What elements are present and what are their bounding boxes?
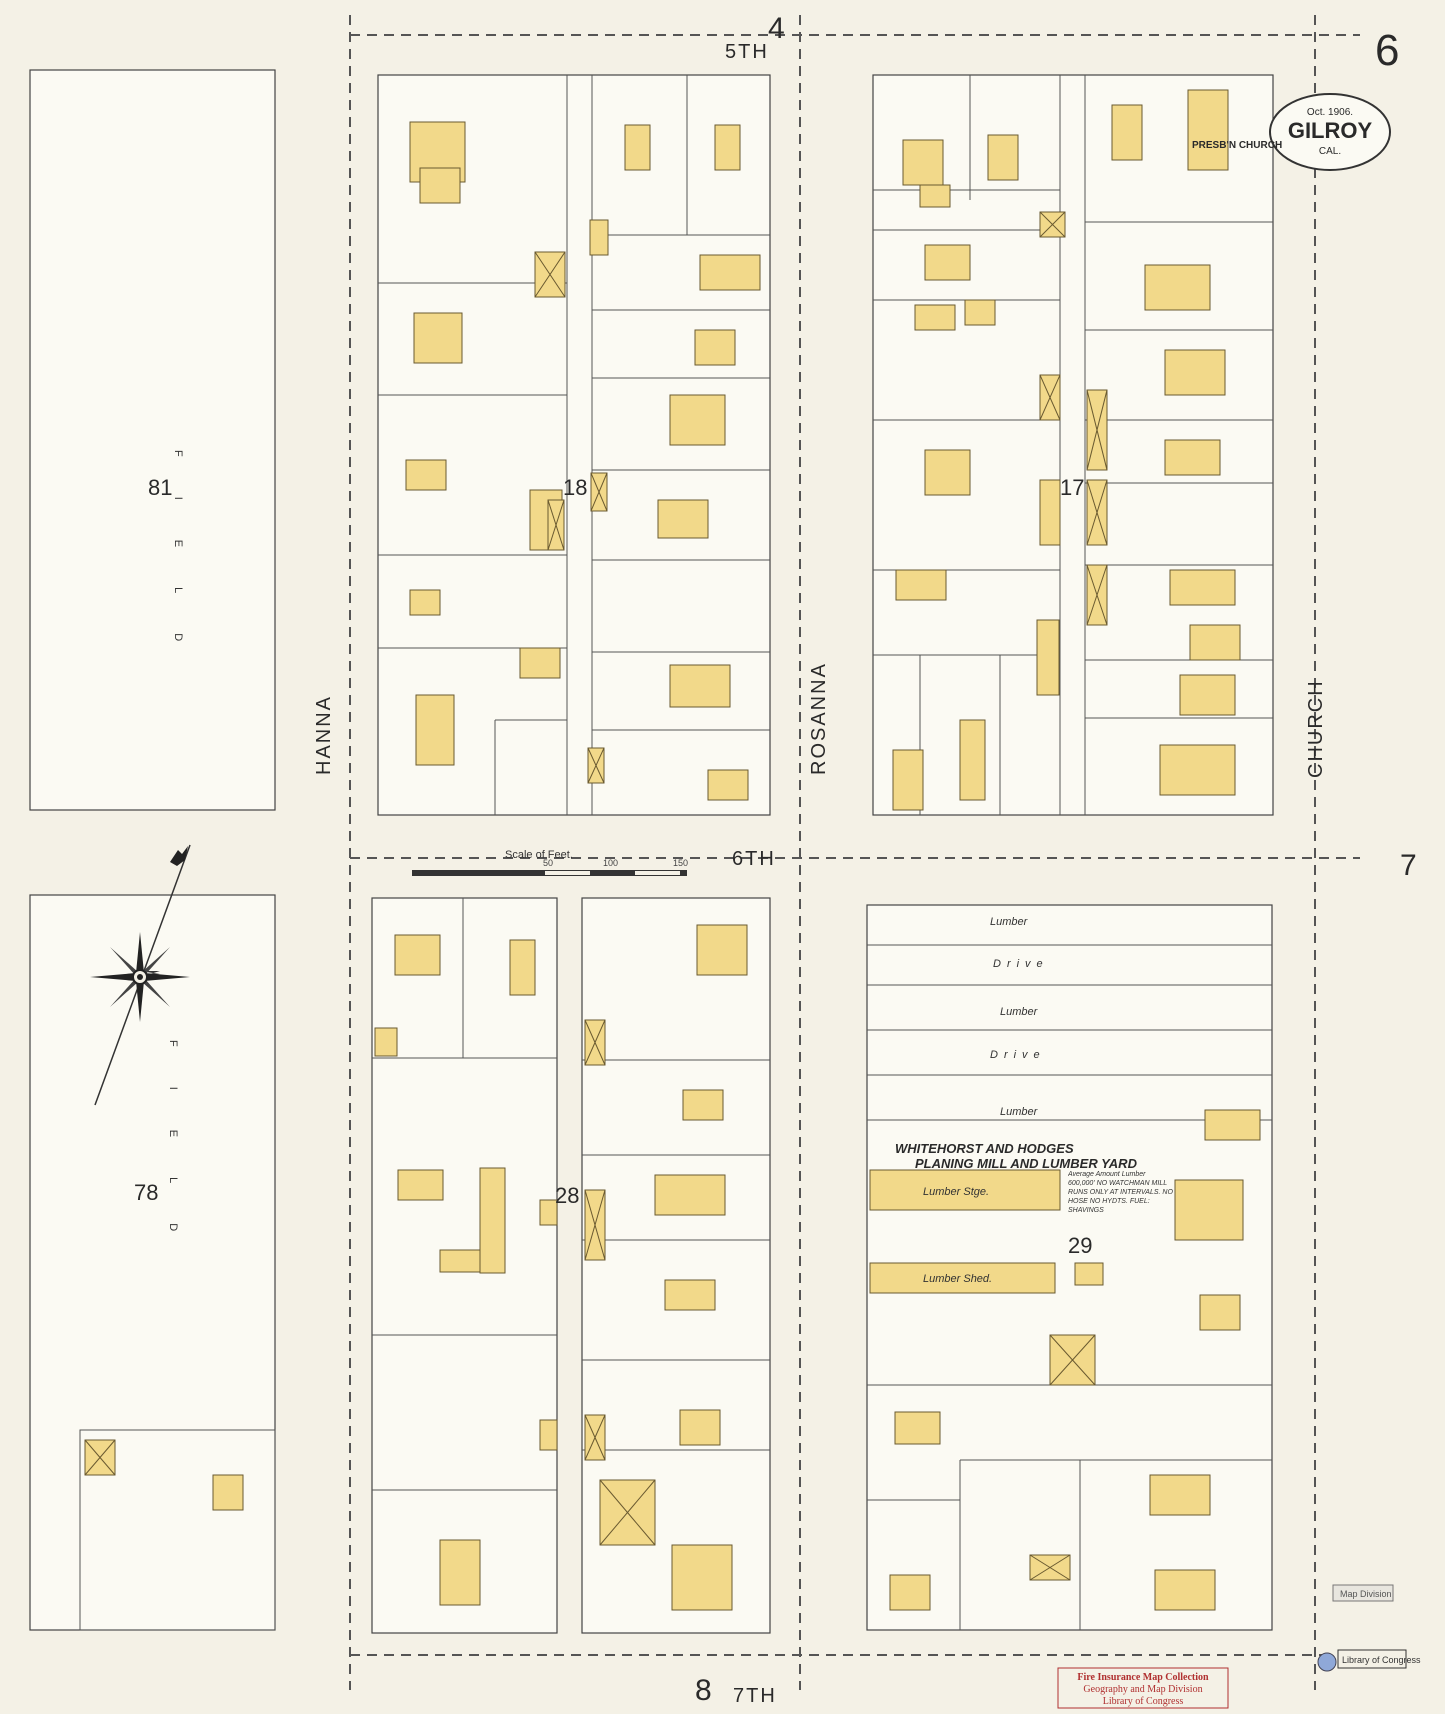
lumber-shed-label: Lumber Shed. [923, 1273, 992, 1285]
map-division-label: Map Division [1332, 1584, 1394, 1602]
lumber-row-2: Lumber [1000, 1006, 1039, 1018]
stamp-line-2: Geography and Map Division [1083, 1684, 1202, 1695]
block-number-81: 81 [148, 475, 172, 500]
drive-row-1: Drive [993, 958, 1049, 970]
block-number-18: 18 [563, 475, 587, 500]
drive-row-2: Drive [990, 1049, 1046, 1061]
planing-mill-building [1174, 1179, 1244, 1241]
library-of-congress-stamp: Fire Insurance Map Collection Geography … [1057, 1667, 1229, 1709]
library-label: Library of Congress [1317, 1649, 1421, 1672]
block-number-29: 29 [1068, 1233, 1092, 1258]
lumber-storage-label: Lumber Stge. [923, 1186, 989, 1198]
street-label-6th: 6TH [732, 848, 776, 870]
cartouche-date: Oct. 1906. [1307, 107, 1353, 118]
svg-text:Library of Congress: Library of Congress [1342, 1655, 1421, 1665]
street-label-church: CHURCH [1305, 679, 1327, 778]
north-arrow-compass-icon [90, 844, 191, 1106]
block-78 [29, 894, 276, 1631]
buildings-block-17 [892, 89, 1241, 811]
block-81 [29, 69, 276, 811]
stamp-line-1: Fire Insurance Map Collection [1077, 1672, 1209, 1683]
street-label-5th: 5TH [725, 41, 769, 63]
adjacent-sheet-south: 8 [695, 1674, 712, 1707]
scale-tick-50: 50 [543, 858, 553, 868]
title-cartouche: Oct. 1906. GILROY CAL. [1269, 93, 1391, 171]
lumber-storage-building [869, 1169, 1061, 1211]
cartouche-city: GILROY [1288, 118, 1373, 143]
lumber-yard-notes: Average Amount Lumber 600,000' NO WATCHM… [1068, 1171, 1173, 1214]
presbyterian-church-building [1187, 89, 1229, 171]
block-number-17: 17 [1060, 475, 1084, 500]
adjacent-sheet-north: 4 [768, 12, 785, 45]
svg-text:Map Division: Map Division [1340, 1589, 1392, 1599]
cartouche-state: CAL. [1319, 146, 1341, 157]
scale-bar: Scale of Feet. 50 100 150 [412, 849, 688, 876]
block-number-28: 28 [555, 1183, 579, 1208]
scale-tick-150: 150 [673, 858, 688, 868]
buildings-block-18 [405, 121, 761, 801]
street-label-hanna: HANNA [313, 695, 335, 775]
buildings-block-29 [869, 1109, 1261, 1611]
scale-label: Scale of Feet. [505, 849, 573, 861]
lumber-row-1: Lumber [990, 916, 1029, 928]
field-label-78: FIELD [167, 1040, 179, 1271]
scale-tick-100: 100 [603, 858, 618, 868]
church-label: PRESB'N CHURCH [1192, 140, 1282, 151]
lumber-row-3: Lumber [1000, 1106, 1039, 1118]
lumber-yard-title: WHITEHORST AND HODGES [895, 1141, 1074, 1156]
stamp-line-3: Library of Congress [1103, 1696, 1184, 1707]
lot-78-south [79, 1429, 276, 1631]
adjacent-sheet-east: 7 [1400, 849, 1417, 882]
sheet-number: 6 [1375, 26, 1399, 75]
lumber-yard-subtitle: PLANING MILL AND LUMBER YARD [915, 1156, 1138, 1171]
buildings-block-28 [374, 924, 748, 1611]
field-label-81: FIELD [172, 450, 184, 681]
lumber-shed-building [869, 1262, 1056, 1294]
street-label-7th: 7TH [733, 1685, 777, 1707]
street-label-rosanna: ROSANNA [808, 662, 830, 775]
block-number-78: 78 [134, 1180, 158, 1205]
